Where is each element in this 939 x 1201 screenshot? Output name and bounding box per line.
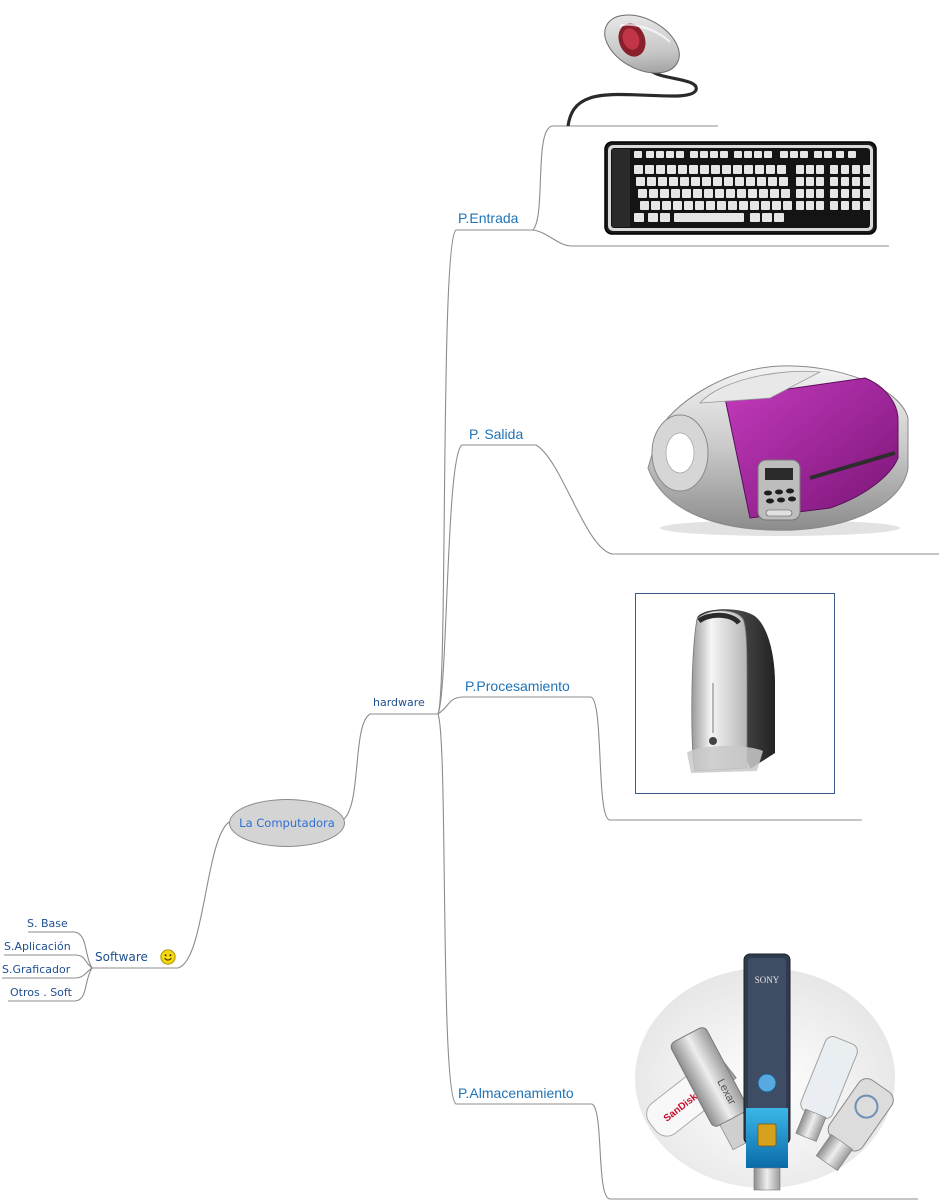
link-central-software — [92, 821, 230, 969]
software-child-graficador[interactable]: S.Graficador — [2, 963, 71, 976]
usb-flash-drives-image: SanDisk Lexar SONY — [635, 953, 895, 1191]
link-sw-graficador — [2, 967, 93, 979]
link-hw-procesamiento — [437, 696, 591, 715]
link-sw-base — [28, 931, 93, 969]
branch-procesamiento-label[interactable]: P.Procesamiento — [465, 678, 570, 694]
smiley-icon — [160, 949, 176, 965]
link-procesamiento-case — [590, 696, 862, 821]
link-hw-almacenamiento — [437, 713, 592, 1105]
central-node[interactable]: La Computadora — [229, 799, 345, 847]
branch-almacenamiento-label[interactable]: P.Almacenamiento — [458, 1085, 574, 1101]
printer-image — [647, 365, 909, 536]
computer-case-image — [635, 593, 835, 794]
software-child-aplicacion[interactable]: S.Aplicación — [4, 940, 71, 953]
link-hw-salida — [437, 444, 536, 715]
mouse-image — [566, 14, 698, 127]
keyboard-image — [604, 141, 877, 235]
usb-brand-sony: SONY — [755, 975, 780, 985]
software-label[interactable]: Software — [95, 950, 148, 964]
software-child-otros[interactable]: Otros . Soft — [10, 986, 72, 999]
branch-salida-label[interactable]: P. Salida — [469, 426, 524, 442]
branch-entrada-label[interactable]: P.Entrada — [458, 210, 519, 226]
link-sw-aplicacion — [4, 954, 93, 969]
link-central-hardware — [342, 713, 438, 821]
software-child-base[interactable]: S. Base — [27, 917, 68, 930]
link-salida-printer — [535, 444, 939, 555]
link-sw-otros — [8, 967, 93, 1002]
hardware-label[interactable]: hardware — [373, 696, 425, 709]
link-almacenamiento-usb — [591, 1103, 918, 1200]
link-hw-entrada — [437, 229, 533, 715]
link-entrada-mouse — [532, 125, 718, 231]
link-entrada-keyboard — [532, 229, 889, 247]
central-node-label: La Computadora — [239, 816, 335, 830]
